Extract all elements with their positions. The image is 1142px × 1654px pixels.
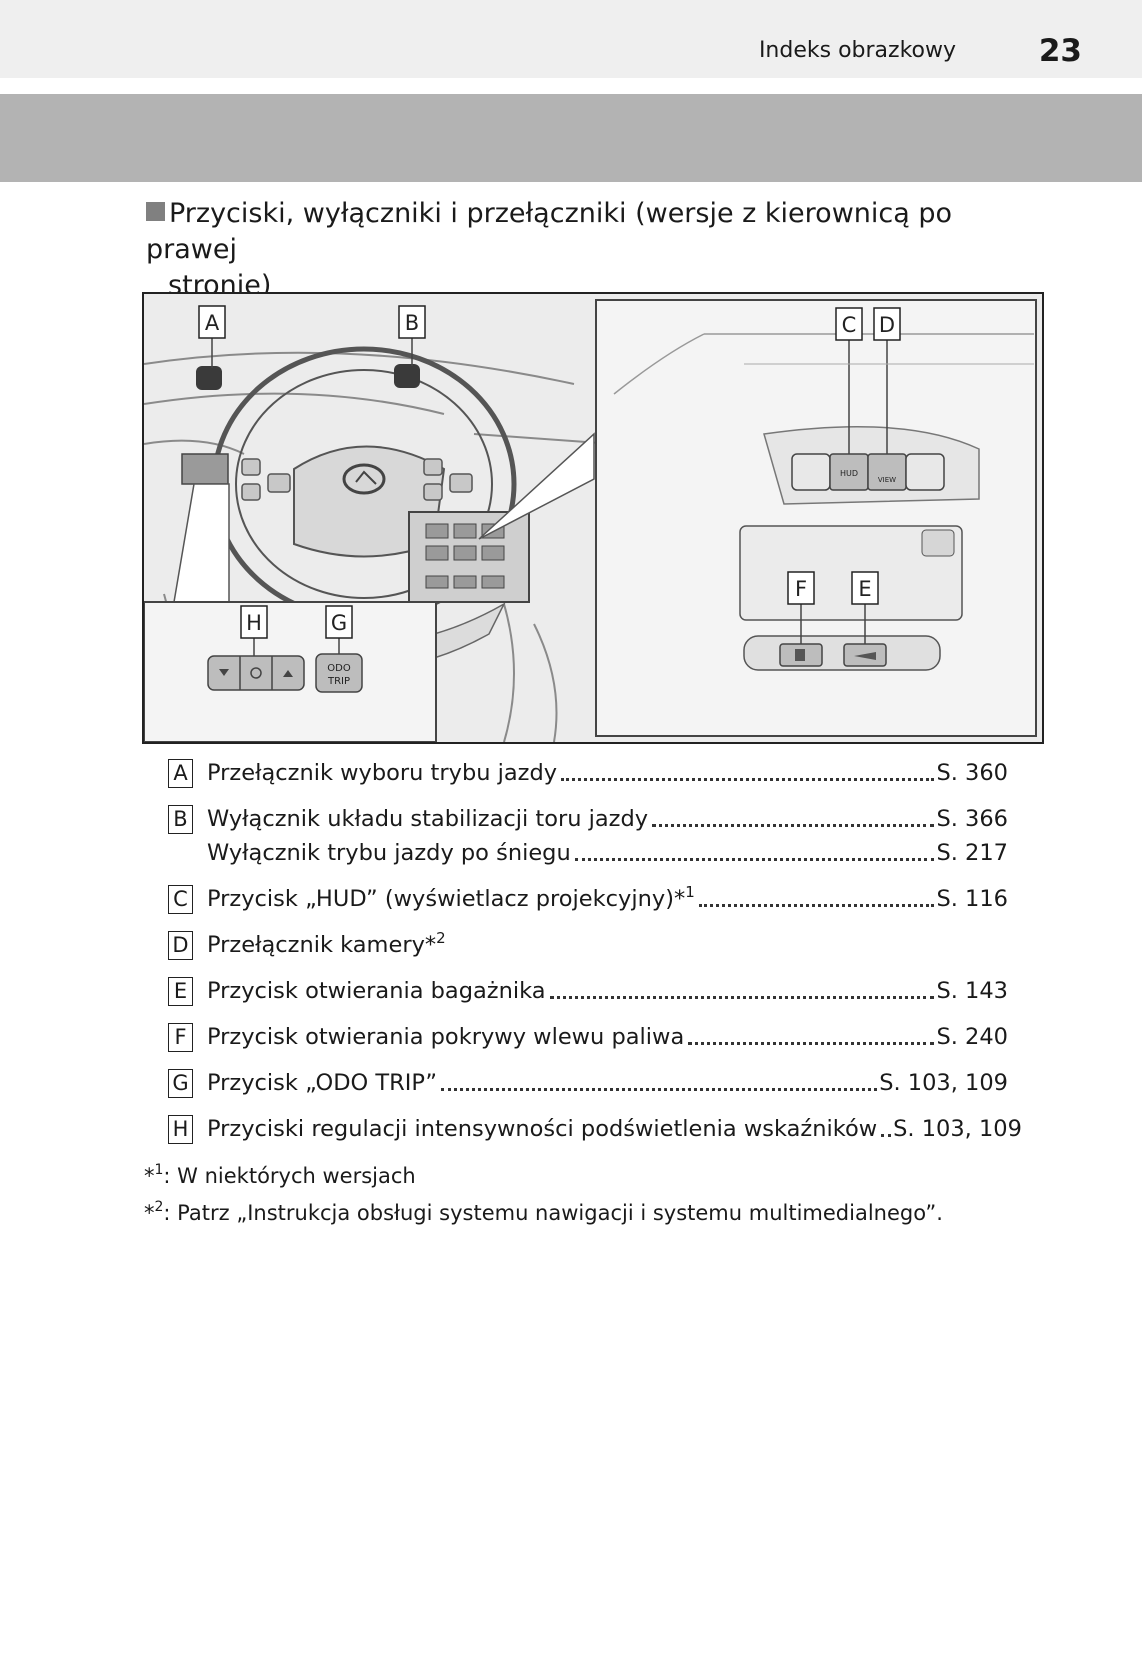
- callout-h: H: [246, 611, 262, 635]
- page-reference: S. 217: [936, 840, 1008, 866]
- list-item: E Przycisk otwierania bagażnika S. 143: [168, 974, 1008, 1008]
- item-key-badge: H: [168, 1115, 193, 1144]
- list-item: B Wyłącznik układu stabilizacji toru jaz…: [168, 802, 1008, 870]
- item-key-badge: D: [168, 931, 193, 960]
- list-item: C Przycisk „HUD” (wyświetlacz projekcyjn…: [168, 882, 1008, 916]
- page-reference: S. 103, 109: [879, 1070, 1008, 1096]
- item-key-badge: C: [168, 885, 193, 914]
- item-sub-label: Wyłącznik trybu jazdy po śniegu: [207, 840, 571, 866]
- page-number: 23: [1038, 33, 1082, 69]
- callout-a: A: [205, 311, 220, 335]
- page-reference: S. 116: [936, 886, 1008, 912]
- control-index-list: A Przełącznik wyboru trybu jazdy S. 360 …: [168, 756, 1022, 1158]
- dot-leader: [561, 778, 935, 781]
- hud-button-label: HUD: [840, 469, 858, 478]
- footnote-mark: 2: [436, 929, 446, 947]
- page-reference: S. 366: [936, 806, 1008, 832]
- item-key-badge: G: [168, 1069, 193, 1098]
- section-title: Przyciski, wyłączniki i przełączniki (we…: [146, 196, 1046, 304]
- odo-label-line1: ODO: [327, 663, 351, 674]
- item-key-badge: B: [168, 805, 193, 834]
- footnote-mark: 1: [685, 883, 695, 901]
- section-title-line1: Przyciski, wyłączniki i przełączniki (we…: [146, 198, 953, 265]
- page-reference: S. 240: [936, 1024, 1008, 1050]
- header-band: [0, 94, 1142, 182]
- item-label: Przycisk otwierania pokrywy wlewu paliwa: [207, 1024, 685, 1050]
- dot-leader: [549, 996, 935, 999]
- dashboard-illustration: ODO TRIP HUD VIEW: [142, 292, 1044, 744]
- item-label: Wyłącznik układu stabilizacji toru jazdy: [207, 806, 649, 832]
- header-title: Indeks obrazkowy: [758, 38, 956, 63]
- item-label: Przełącznik kamery*2: [207, 929, 446, 959]
- dot-leader: [652, 824, 935, 827]
- list-item: F Przycisk otwierania pokrywy wlewu pali…: [168, 1020, 1008, 1054]
- header-top-bar: [0, 0, 1142, 78]
- list-item: D Przełącznik kamery*2: [168, 928, 1008, 962]
- dot-leader: [698, 904, 935, 907]
- inset-console-panel: HUD VIEW: [595, 299, 1037, 737]
- dashboard-drawing: ODO TRIP HUD VIEW: [144, 294, 1042, 742]
- item-key-badge: F: [168, 1023, 193, 1052]
- page-reference: S. 360: [936, 760, 1008, 786]
- callout-e: E: [858, 577, 871, 601]
- item-key-badge: A: [168, 759, 193, 788]
- dot-leader: [441, 1088, 878, 1091]
- footnote-1: *1: W niektórych wersjach: [144, 1162, 416, 1188]
- dot-leader: [688, 1042, 935, 1045]
- callout-b: B: [405, 311, 419, 335]
- callout-d: D: [879, 313, 895, 337]
- item-label: Przycisk „HUD” (wyświetlacz projekcyjny)…: [207, 883, 695, 913]
- list-item: H Przyciski regulacji intensywności podś…: [168, 1112, 1022, 1146]
- callout-c: C: [842, 313, 857, 337]
- view-button-label: VIEW: [878, 476, 896, 484]
- callout-leaders: [211, 338, 413, 368]
- footnotes: *1: W niektórych wersjach *2: Patrz „Ins…: [144, 1158, 943, 1232]
- square-bullet-icon: [146, 202, 165, 221]
- item-label: Przełącznik wyboru trybu jazdy: [207, 760, 558, 786]
- page-reference: S. 103, 109: [893, 1116, 1022, 1142]
- dot-leader: [574, 858, 935, 861]
- list-item: G Przycisk „ODO TRIP” S. 103, 109: [168, 1066, 1008, 1100]
- odo-label-line2: TRIP: [327, 676, 350, 687]
- item-label: Przycisk otwierania bagażnika: [207, 978, 546, 1004]
- item-key-badge: E: [168, 977, 193, 1006]
- page-reference: S. 143: [936, 978, 1008, 1004]
- list-item: A Przełącznik wyboru trybu jazdy S. 360: [168, 756, 1008, 790]
- callout-badges: [198, 305, 901, 639]
- callout-g: G: [331, 611, 347, 635]
- callout-f: F: [795, 577, 807, 601]
- item-label: Przycisk „ODO TRIP”: [207, 1070, 438, 1096]
- shift-paddles: [196, 364, 420, 390]
- inset-dimmer-panel: ODO TRIP: [144, 601, 437, 742]
- footnote-2: *2: Patrz „Instrukcja obsługi systemu na…: [144, 1199, 943, 1225]
- dot-leader: [881, 1134, 892, 1137]
- item-label: Przyciski regulacji intensywności podświ…: [207, 1116, 878, 1142]
